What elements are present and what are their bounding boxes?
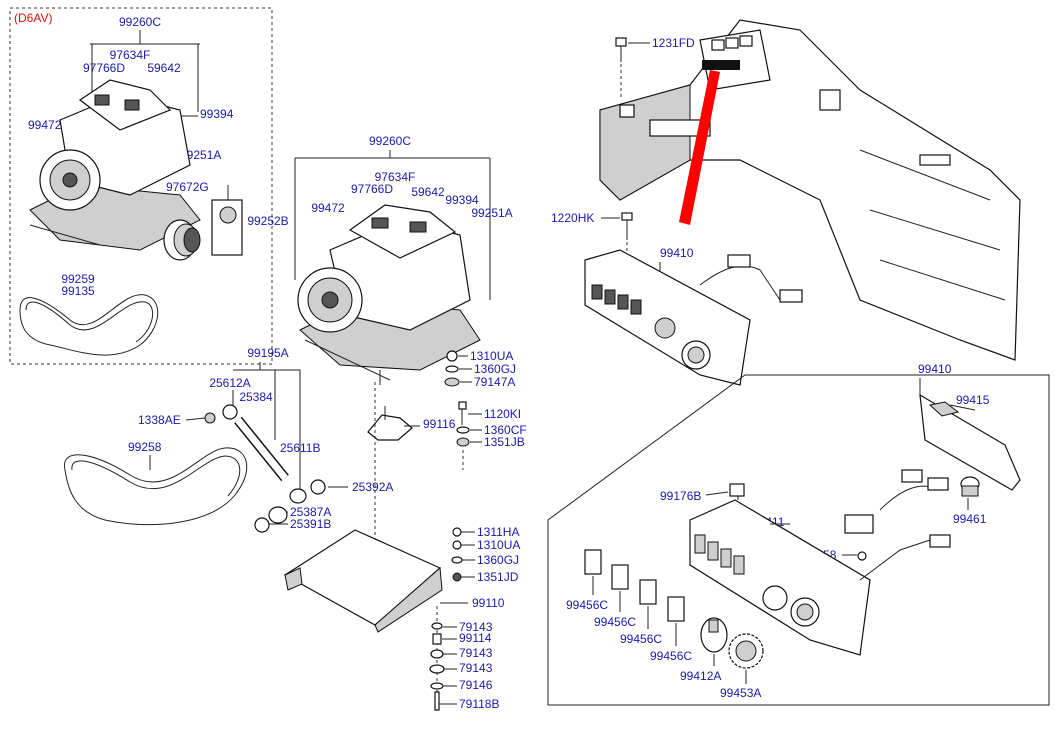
- main-part-a-label: 97634F: [375, 170, 416, 184]
- bracket-part-b2-label: 1310UA: [477, 538, 520, 552]
- mount-part-m3-label: 79147A: [474, 375, 515, 389]
- switch-drawings: [584, 549, 685, 646]
- hose-part-h1-label: 25612A: [209, 376, 250, 390]
- lamp-drawing: [960, 476, 980, 497]
- variant-part-c-label: 59642: [147, 61, 181, 75]
- variant-tensioner-drawing: [211, 185, 243, 256]
- bracket-part-b7-label: 99114: [459, 631, 492, 645]
- main-assy-label: 99260C: [369, 134, 411, 148]
- detail-knob-label: 99412A: [680, 669, 721, 683]
- main-compressor-drawing: [297, 204, 481, 385]
- bracket-part-b4-label: 1351JD: [477, 570, 519, 584]
- variant-label: (D6AV): [14, 11, 52, 25]
- detail-clip-label: 99176B: [660, 489, 701, 503]
- detail-assy-label: 99410: [918, 362, 952, 376]
- hose-part-h7-label: 25391B: [290, 517, 331, 531]
- hose-drawing: [204, 404, 326, 533]
- bracket-group: 1311HA 1310UA 1360GJ 1351JD 99110 79143 …: [283, 525, 520, 711]
- hose-part-h2-label: 25384: [239, 390, 273, 404]
- hose-part-h3-label: 1338AE: [138, 413, 181, 427]
- location-pointer: [679, 70, 720, 225]
- drive-belt-drawing: [64, 447, 248, 526]
- variant-assy-label: 99260C: [119, 15, 161, 29]
- mount-part-m7-label: 1351JB: [484, 435, 525, 449]
- detail-sw2-label: 99456C: [594, 615, 636, 629]
- control-panel-drawing: [584, 249, 803, 386]
- hose-belt-label: 99258: [128, 440, 162, 454]
- bracket-part-b10-label: 79146: [459, 678, 493, 692]
- main-part-e-label: 99472: [311, 201, 345, 215]
- mount-part-m1-label: 1310UA: [470, 349, 513, 363]
- main-compressor-group: 99260C 97634F 97766D 59642 99394 99472 9…: [247, 134, 513, 385]
- bracket-part-b5-label: 99110: [472, 596, 505, 610]
- main-part-g-label: 99252B: [247, 214, 288, 228]
- variant-part-f-label: 99251A: [180, 148, 221, 162]
- dashboard-group: 1231FD 1220HK 99410: [551, 19, 1021, 386]
- detail-pcb-label: 99415: [956, 393, 990, 407]
- bracket-part-b11-label: 79118B: [459, 697, 499, 711]
- variant-part-a-label: 97634F: [110, 48, 151, 62]
- detail-lamp-label: 99461: [953, 512, 987, 526]
- dash-screw2-label: 1220HK: [551, 211, 594, 225]
- mount-part-m2-label: 1360GJ: [474, 362, 516, 376]
- dash-screw1-label: 1231FD: [652, 36, 695, 50]
- detail-sw4-label: 99456C: [650, 649, 692, 663]
- main-part-d-label: 99394: [445, 193, 479, 207]
- mount-part-m5-label: 99116: [423, 417, 456, 431]
- bracket-part-b9-label: 79143: [459, 661, 493, 675]
- bracket-drawing: [283, 529, 468, 633]
- variant-part-b-label: 97766D: [83, 61, 125, 75]
- main-part-b-label: 97766D: [351, 182, 393, 196]
- hose-part-h6-label: 25387A: [290, 505, 331, 519]
- variant-belt-drawing: [19, 294, 159, 356]
- bracket-part-b6-label: 79143: [459, 620, 493, 634]
- variant-belt2-label: 99135: [61, 284, 95, 298]
- dial-drawing: [728, 633, 764, 669]
- variant-compressor-drawing: [29, 79, 201, 251]
- variant-box: (D6AV) 99260C 97634F 97766D 59642 99394 …: [9, 7, 273, 365]
- bracket-part-b8-label: 79143: [459, 646, 493, 660]
- knob-drawing: [700, 617, 728, 653]
- hose-part-h5-label: 25392A: [352, 480, 393, 494]
- main-part-c-label: 59642: [411, 185, 445, 199]
- bracket-part-b1-label: 1311HA: [477, 525, 519, 539]
- main-part-f-label: 99251A: [471, 206, 512, 220]
- variant-part-d-label: 99394: [200, 107, 234, 121]
- detail-sw3-label: 99456C: [620, 632, 662, 646]
- mount-part-m4-label: 1120KI: [484, 407, 521, 421]
- dash-panel-label: 99410: [660, 246, 694, 260]
- mount-part-m6-label: 1360CF: [484, 423, 527, 437]
- detail-panel-drawing: [689, 469, 951, 656]
- hose-assy-label: 99195A: [247, 346, 288, 360]
- detail-sw1-label: 99456C: [566, 598, 608, 612]
- detail-dial-label: 99453A: [720, 686, 761, 700]
- variant-part-g-label: 97672G: [166, 180, 209, 194]
- variant-pulley-drawing: [163, 219, 201, 261]
- control-detail-group: 99410 99415 99461 99176B 99411 99458 994…: [547, 362, 1050, 706]
- bracket-part-b3-label: 1360GJ: [477, 553, 519, 567]
- hose-group: 99195A 25612A 25384 1338AE 25611B 99258 …: [64, 346, 393, 533]
- mount-group: 1310UA 1360GJ 79147A 1120KI 99116 1360CF…: [367, 349, 527, 560]
- variant-part-e-label: 99472: [28, 118, 62, 132]
- variant-belt1-label: 99259: [61, 272, 95, 286]
- pcb-drawing: [919, 393, 1021, 491]
